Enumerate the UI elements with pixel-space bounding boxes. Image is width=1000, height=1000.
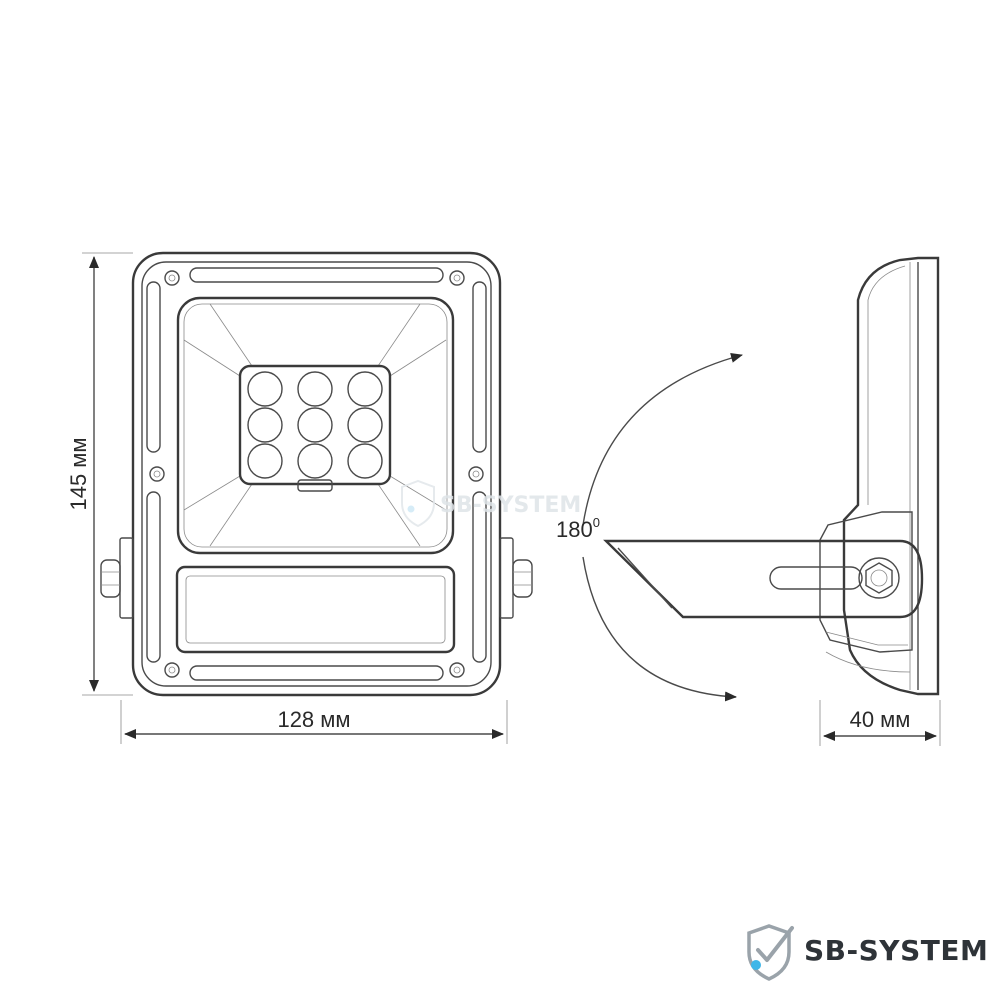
dot-icon bbox=[751, 960, 761, 970]
housing-outer bbox=[131, 251, 502, 697]
right-slot-lower bbox=[472, 491, 487, 663]
screw-icon bbox=[149, 270, 484, 678]
reflector bbox=[176, 296, 455, 555]
rotation-indicator: 1800 bbox=[556, 353, 743, 702]
hex-bolt-icon bbox=[858, 557, 900, 599]
bolt-icon bbox=[100, 537, 533, 619]
width-label: 128 мм bbox=[277, 707, 350, 732]
side-bracket bbox=[603, 539, 924, 619]
watermark-text: SB-SYSTEM bbox=[440, 493, 581, 518]
bracket-slot bbox=[769, 566, 863, 590]
brand-name: SB-SYSTEM bbox=[804, 934, 988, 967]
watermark: SB-SYSTEM bbox=[401, 479, 581, 528]
left-slot-lower bbox=[146, 491, 161, 663]
depth-dimension: 40 мм bbox=[819, 700, 941, 746]
brand-logo: SB-SYSTEM bbox=[747, 924, 988, 981]
front-view bbox=[100, 251, 533, 697]
side-housing bbox=[842, 256, 940, 696]
left-slot-upper bbox=[146, 281, 161, 453]
check-icon bbox=[756, 926, 794, 962]
watermark-dot-icon bbox=[407, 505, 415, 513]
depth-label: 40 мм bbox=[850, 707, 911, 732]
top-slot bbox=[189, 267, 444, 283]
rotation-label: 1800 bbox=[556, 515, 600, 542]
led-board bbox=[238, 364, 392, 492]
lower-panel bbox=[175, 565, 456, 654]
side-mount-block bbox=[819, 511, 913, 653]
housing-inner bbox=[141, 261, 492, 687]
bottom-slot bbox=[189, 665, 444, 681]
right-slot-upper bbox=[472, 281, 487, 453]
width-dimension: 128 мм bbox=[120, 700, 508, 744]
height-dimension: 145 мм bbox=[66, 252, 133, 696]
height-label: 145 мм bbox=[66, 437, 91, 510]
side-view bbox=[603, 256, 940, 696]
watermark-shield-icon bbox=[401, 479, 435, 528]
shield-icon bbox=[747, 924, 791, 981]
led-icon bbox=[247, 371, 383, 479]
